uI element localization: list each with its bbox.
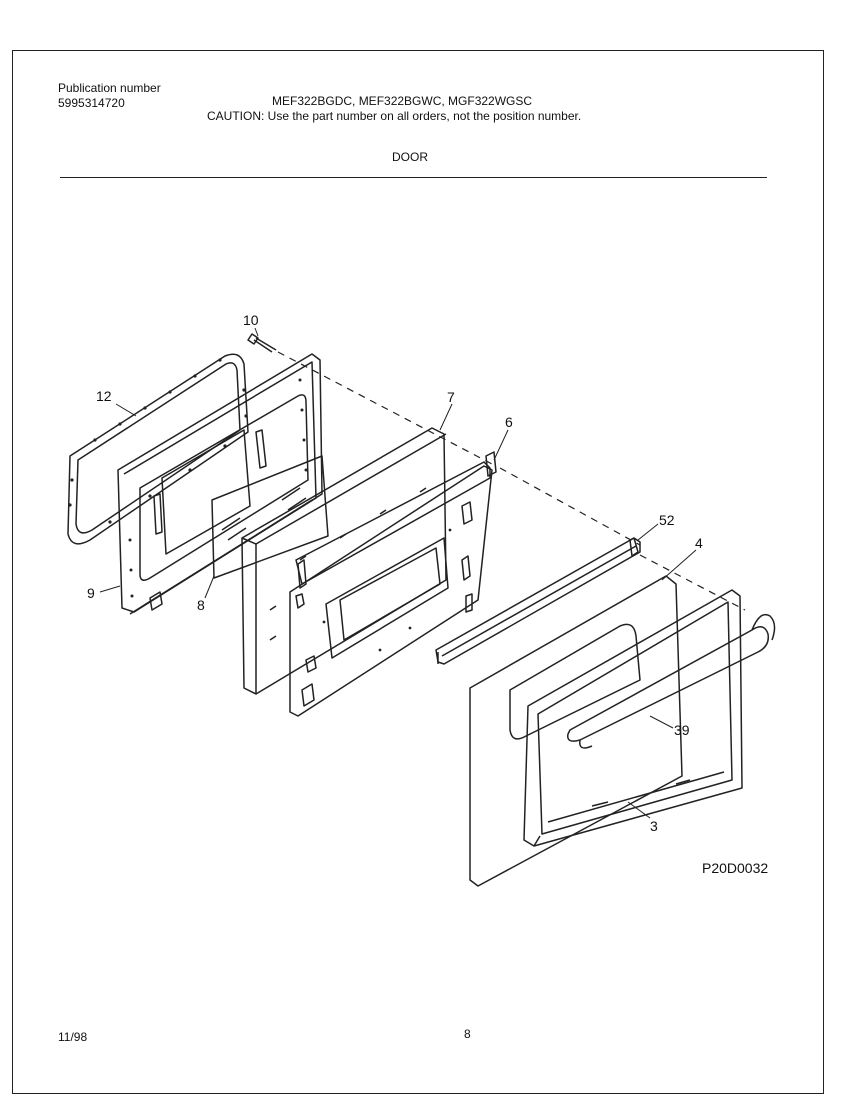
publication-label: Publication number xyxy=(58,81,161,95)
model-numbers: MEF322BGDC, MEF322BGWC, MGF322WGSC xyxy=(272,94,533,108)
callout-3: 3 xyxy=(650,818,658,834)
outer-frame-part xyxy=(523,589,743,847)
vent-trim-part xyxy=(435,537,641,665)
callout-7: 7 xyxy=(447,389,455,405)
callout-4: 4 xyxy=(695,535,703,551)
publication-number: 5995314720 xyxy=(58,96,125,110)
caution-text: CAUTION: Use the part number on all orde… xyxy=(207,109,582,123)
inner-glass-part xyxy=(211,455,329,579)
callout-6: 6 xyxy=(505,414,513,430)
alignment-line xyxy=(277,351,746,611)
section-title: DOOR xyxy=(392,150,428,164)
callout-10: 10 xyxy=(243,312,259,328)
page-border xyxy=(12,50,824,1094)
callout-8: 8 xyxy=(197,597,205,613)
header-divider xyxy=(60,177,767,178)
callout-52: 52 xyxy=(659,512,675,528)
door-handle-part xyxy=(567,613,776,749)
drawing-code: P20D0032 xyxy=(702,860,769,876)
footer-date: 11/98 xyxy=(58,1030,88,1044)
callout-39: 39 xyxy=(674,722,690,738)
door-panel-part xyxy=(289,451,497,717)
door-gasket-part xyxy=(67,353,249,545)
page-number: 8 xyxy=(464,1027,471,1041)
callout-9: 9 xyxy=(87,585,95,601)
inner-door-liner-part xyxy=(117,353,323,615)
screw-part xyxy=(247,333,277,353)
callout-12: 12 xyxy=(96,388,112,404)
callout-leaders xyxy=(99,327,697,819)
